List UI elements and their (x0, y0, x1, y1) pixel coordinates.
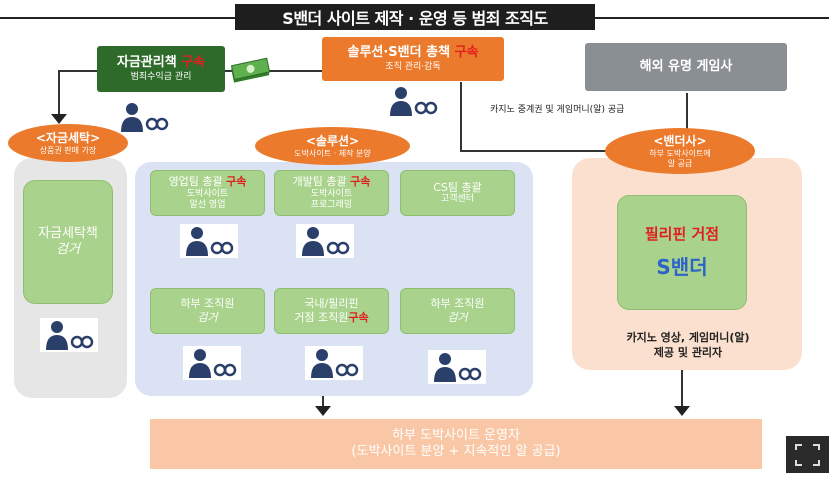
vendor-base-location: 필리핀 거점 (644, 224, 720, 243)
launder-title: <자금세탁> (35, 130, 101, 145)
vendor-base-name: S밴더 (656, 255, 708, 280)
team-name: 개발팀 총괄 (292, 174, 347, 188)
foreign-game-company-label: 해외 유명 게임사 (639, 58, 733, 74)
team-box-sales: 영업팀 총괄 구속 도박사이트 알선 영업 (150, 170, 265, 216)
handcuffed-person-icon (311, 349, 359, 378)
arrow-down-icon (315, 406, 331, 416)
person-card (428, 350, 486, 384)
sub-member-line: 거점 조직원 (294, 311, 349, 324)
team-status: 구속 (226, 174, 247, 188)
handcuffed-person-icon (189, 349, 237, 378)
fullscreen-icon (795, 444, 820, 466)
page-title: S밴더 사이트 제작 · 운영 등 범죄 조직도 (235, 4, 595, 30)
person-card (296, 224, 354, 258)
team-name: CS팀 총괄 (433, 180, 482, 194)
handcuffed-person-icon (302, 227, 350, 256)
person-card (183, 346, 241, 380)
sub-member-status: 구속 (348, 311, 369, 324)
vendor-sub: 알 공급 (667, 158, 693, 168)
launder-member-status: 검거 (56, 242, 80, 257)
vendor-description: 카지노 영상, 게임머니(알) 제공 및 관리자 (590, 330, 786, 361)
launder-sub: 상품권 판매 가장 (39, 145, 97, 155)
connector (460, 150, 700, 152)
fund-manager-status: 구속 (181, 55, 206, 71)
sub-member-status: 검거 (447, 311, 468, 324)
arrow-down-icon (51, 114, 67, 124)
chief-name: 솔루션·S밴더 총책 (347, 45, 451, 61)
launder-ellipse: <자금세탁> 상품권 판매 가장 (8, 124, 128, 162)
sub-member-line: 국내/필리핀 (304, 297, 359, 311)
connector (686, 93, 688, 133)
solution-title: <솔루션> (305, 133, 360, 148)
connector (58, 70, 60, 118)
fund-manager-box: 자금관리책 구속 범죄수익금 관리 (97, 46, 225, 92)
vendor-desc-line: 제공 및 관리자 (653, 346, 723, 360)
sub-member-line: 하부 조직원 (180, 297, 235, 311)
vendor-ellipse: <밴더사> 하부 도박사이트에 알 공급 (605, 128, 755, 174)
team-desc: 도박사이트 (186, 188, 229, 199)
money-stack-icon (230, 57, 271, 83)
fullscreen-button[interactable] (786, 436, 829, 473)
team-desc: 도박사이트 (310, 188, 353, 199)
connector (460, 82, 462, 152)
handcuffed-person-icon (186, 227, 234, 256)
chief-status: 구속 (454, 45, 479, 61)
team-status: 구속 (350, 174, 371, 188)
vendor-title: <밴더사> (653, 133, 707, 148)
team-desc: 알선 영업 (189, 199, 226, 210)
team-desc: 고객센터 (440, 194, 475, 205)
person-card (305, 346, 363, 380)
sub-member-box-cs: 하부 조직원 검거 (400, 288, 515, 334)
person-card (180, 224, 238, 258)
person-card (384, 84, 442, 118)
person-card (40, 318, 98, 352)
solution-ellipse: <솔루션> 도박사이트 · 제작 분양 (255, 127, 410, 165)
foreign-game-company-box: 해외 유명 게임사 (585, 43, 787, 91)
solution-sub: 도박사이트 · 제작 분양 (294, 148, 371, 158)
sub-member-box-sales: 하부 조직원 검거 (150, 288, 265, 334)
fund-manager-sub: 범죄수익금 관리 (130, 71, 192, 82)
team-box-cs: CS팀 총괄 고객센터 (400, 170, 515, 216)
supply-note: 카지노 중계권 및 게임머니(알) 공급 (490, 105, 625, 115)
handcuffed-person-icon (434, 353, 482, 382)
launder-member-box: 자금세탁책 검거 (23, 180, 113, 304)
launder-member-name: 자금세탁책 (38, 225, 98, 241)
person-card (115, 100, 173, 134)
chief-sub: 조직 관리·감독 (385, 61, 441, 72)
sub-member-box-dev: 국내/필리핀 거점 조직원구속 (274, 288, 389, 334)
connector (322, 384, 324, 410)
sub-member-line: 하부 조직원 (430, 297, 485, 311)
handcuffed-person-icon (46, 321, 94, 350)
operator-line: (도박사이트 분양 + 지속적인 알 공급) (351, 444, 561, 459)
vendor-base-box: 필리핀 거점 S밴더 (617, 195, 747, 310)
operator-line: 하부 도박사이트 운영자 (392, 427, 520, 443)
arrow-down-icon (674, 406, 690, 416)
handcuffed-person-icon (390, 87, 438, 116)
chief-box: 솔루션·S밴더 총책 구속 조직 관리·감독 (322, 37, 504, 81)
connector (681, 370, 683, 410)
vendor-sub: 하부 도박사이트에 (649, 148, 711, 158)
operator-bar: 하부 도박사이트 운영자 (도박사이트 분양 + 지속적인 알 공급) (150, 419, 762, 469)
fund-manager-name: 자금관리책 (116, 55, 177, 71)
connector (58, 70, 98, 72)
team-desc: 프로그래밍 (310, 199, 353, 210)
team-name: 영업팀 총괄 (168, 174, 223, 188)
vendor-desc-line: 카지노 영상, 게임머니(알) (626, 331, 750, 344)
handcuffed-person-icon (121, 103, 169, 132)
team-box-dev: 개발팀 총괄 구속 도박사이트 프로그래밍 (274, 170, 389, 216)
sub-member-status: 검거 (197, 311, 218, 324)
